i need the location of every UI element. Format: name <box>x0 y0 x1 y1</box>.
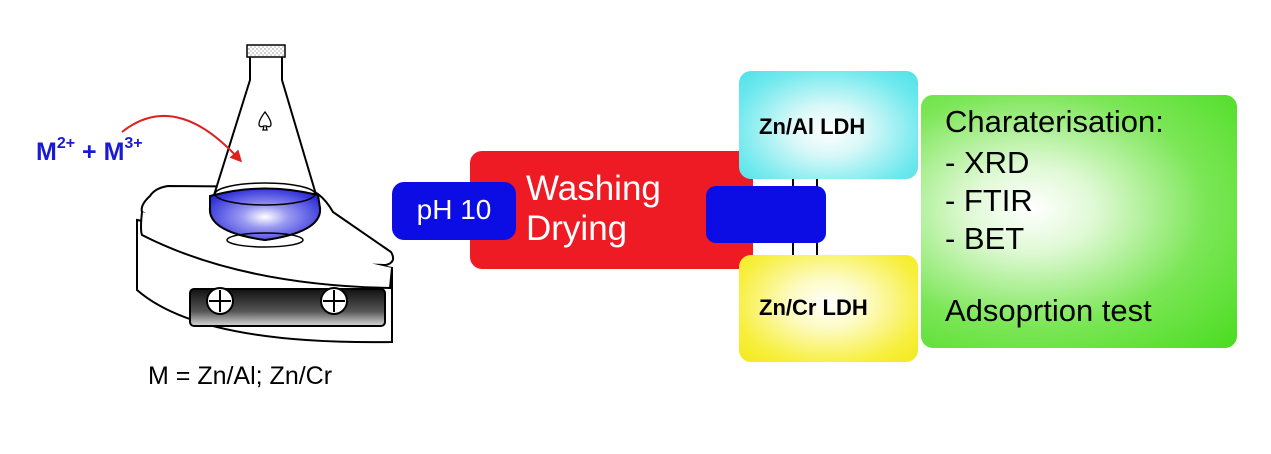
drying-label: Drying <box>526 209 628 248</box>
reagent-m2-charge: 2+ <box>56 135 76 152</box>
connector-bar <box>706 186 826 243</box>
reagent-plus: + <box>75 138 104 166</box>
characterisation-box <box>921 95 1237 348</box>
characterisation-item-ftir: - FTIR <box>945 183 1033 218</box>
product-label-zncr: Zn/Cr LDH <box>759 295 868 320</box>
ph-box <box>392 182 516 240</box>
product-box-zncr <box>739 255 918 362</box>
adsorption-test-label: Adsoprtion test <box>945 293 1152 328</box>
characterisation-item-xrd: - XRD <box>945 145 1030 180</box>
curved-arrow-icon <box>121 114 243 163</box>
washing-drying-box <box>470 151 753 269</box>
reagent-label: M2+ + M3+ <box>36 135 143 167</box>
reagent-m3: M <box>103 138 125 166</box>
reagent-m2: M <box>36 138 57 166</box>
reagent-m3-charge: 3+ <box>124 135 143 152</box>
erlenmeyer-flask-icon <box>208 44 322 248</box>
ph-label: pH 10 <box>416 194 492 225</box>
product-box-znal <box>739 71 918 179</box>
characterisation-title: Charaterisation: <box>945 104 1164 139</box>
washing-label: Washing <box>526 169 661 208</box>
product-label-znal: Zn/Al LDH <box>759 114 866 139</box>
metal-caption: M = Zn/Al; Zn/Cr <box>148 362 333 390</box>
characterisation-item-bet: - BET <box>945 221 1025 256</box>
